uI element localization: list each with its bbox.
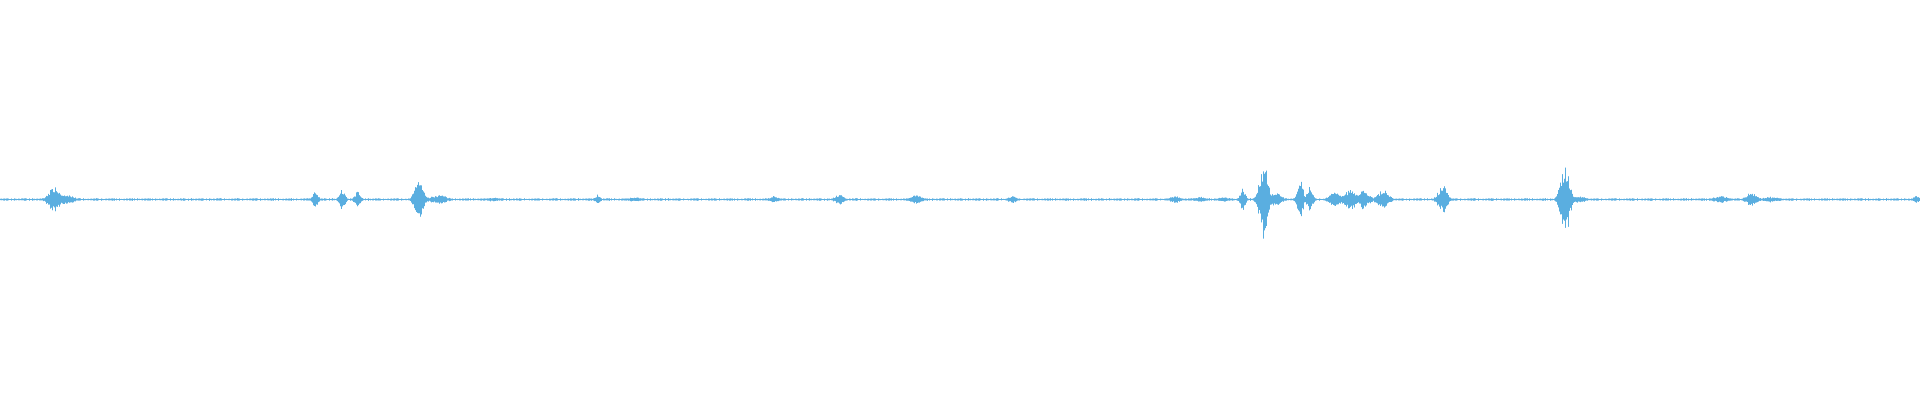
waveform-samples xyxy=(0,167,1920,239)
waveform-path xyxy=(0,167,1920,239)
